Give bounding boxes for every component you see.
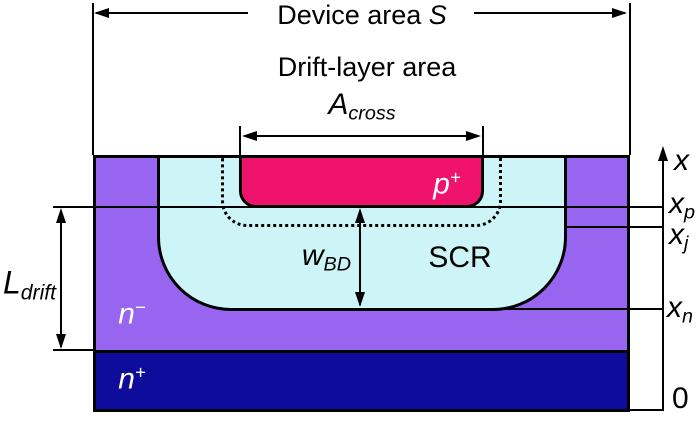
- junction-dotted-line: [221, 155, 502, 227]
- w-bd-base: w: [301, 238, 324, 272]
- x-axis-arrowhead: [658, 146, 668, 161]
- w-bd-subscript: BD: [323, 253, 351, 276]
- n-minus-superscript: −: [134, 296, 146, 318]
- device-area-arrow-line-right: [474, 12, 625, 14]
- a-cross-label: Across: [328, 90, 395, 124]
- l-drift-bottom-tick: [53, 349, 93, 351]
- x-j-base: x: [669, 218, 684, 251]
- device-area-arrow-line-left: [96, 12, 248, 14]
- device-area-arrowhead-right: [612, 8, 627, 18]
- l-drift-arrowhead-up: [56, 208, 66, 223]
- x-axis-label: x: [674, 146, 689, 176]
- p-plus-label: p+: [433, 166, 461, 201]
- p-plus-superscript: +: [449, 166, 461, 188]
- n-plus-superscript: +: [134, 361, 146, 383]
- x-p-level-line: [53, 206, 663, 208]
- scr-label: SCR: [428, 243, 491, 273]
- w-bd-arrowhead-down: [355, 292, 365, 307]
- x-n-subscript: n: [682, 305, 694, 328]
- x-p-label: xp: [669, 189, 695, 223]
- a-cross-base: A: [328, 88, 349, 121]
- a-cross-arrowhead-left: [242, 131, 257, 141]
- l-drift-arrowhead-down: [56, 334, 66, 349]
- x-j-label: xj: [669, 220, 688, 254]
- a-cross-tick-left: [239, 126, 241, 157]
- p-plus-base: p: [433, 167, 450, 201]
- drift-layer-area-text: Drift-layer area: [277, 52, 457, 82]
- w-bd-label: wBD: [301, 238, 351, 276]
- device-area-symbol: S: [428, 0, 447, 30]
- n-plus-region: [93, 350, 630, 412]
- n-minus-label: n−: [118, 296, 146, 331]
- x-n-label: xn: [667, 293, 693, 327]
- n-plus-base: n: [118, 362, 135, 396]
- x-n-level-line: [497, 308, 663, 310]
- origin-label: 0: [672, 384, 689, 414]
- l-drift-base: L: [3, 264, 21, 301]
- x-p-subscript: p: [684, 201, 696, 224]
- w-bd-arrow-line: [359, 211, 361, 305]
- l-drift-label: Ldrift: [3, 266, 56, 303]
- device-area-text: Device area: [277, 0, 429, 30]
- w-bd-arrowhead-up: [355, 208, 365, 223]
- n-minus-base: n: [118, 297, 135, 331]
- device-left-extension-line: [92, 3, 94, 155]
- device-area-arrowhead-left: [94, 8, 109, 18]
- a-cross-subscript: cross: [348, 102, 396, 125]
- n-plus-label: n+: [118, 361, 146, 396]
- a-cross-arrowhead-right: [466, 131, 481, 141]
- origin-level-line: [630, 409, 663, 411]
- device-right-extension-line: [629, 3, 631, 155]
- x-axis-symbol: x: [674, 144, 689, 177]
- scr-text: SCR: [428, 241, 492, 274]
- x-p-base: x: [669, 187, 684, 220]
- drift-layer-area-label: Drift-layer area: [278, 54, 457, 81]
- x-n-base: x: [667, 291, 682, 324]
- device-area-label: Device area S: [277, 2, 447, 29]
- l-drift-subscript: drift: [20, 281, 56, 305]
- a-cross-arrow-line: [249, 135, 475, 137]
- x-j-level-line: [567, 226, 663, 228]
- a-cross-tick-right: [482, 126, 484, 157]
- x-axis-line: [662, 150, 664, 411]
- x-j-subscript: j: [684, 232, 689, 255]
- l-drift-arrow-line: [60, 211, 62, 347]
- origin-text: 0: [672, 382, 689, 415]
